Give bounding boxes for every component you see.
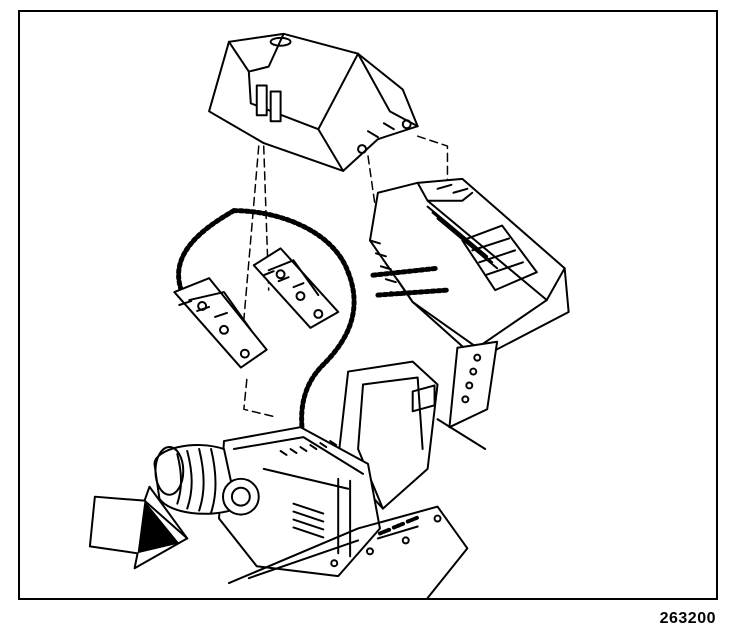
module-cover xyxy=(208,32,419,172)
frame-rail xyxy=(227,505,469,598)
engine-compartment-illustration xyxy=(88,32,570,598)
figure-reference-number: 263200 xyxy=(659,610,716,627)
harness-connector-right xyxy=(252,247,340,329)
harness-connector-left xyxy=(173,277,268,369)
wiring-harness xyxy=(176,208,450,442)
front-direction-arrow xyxy=(88,485,189,570)
air-intake-duct xyxy=(153,444,260,516)
illustration-frame xyxy=(18,10,718,600)
control-module xyxy=(368,177,570,361)
